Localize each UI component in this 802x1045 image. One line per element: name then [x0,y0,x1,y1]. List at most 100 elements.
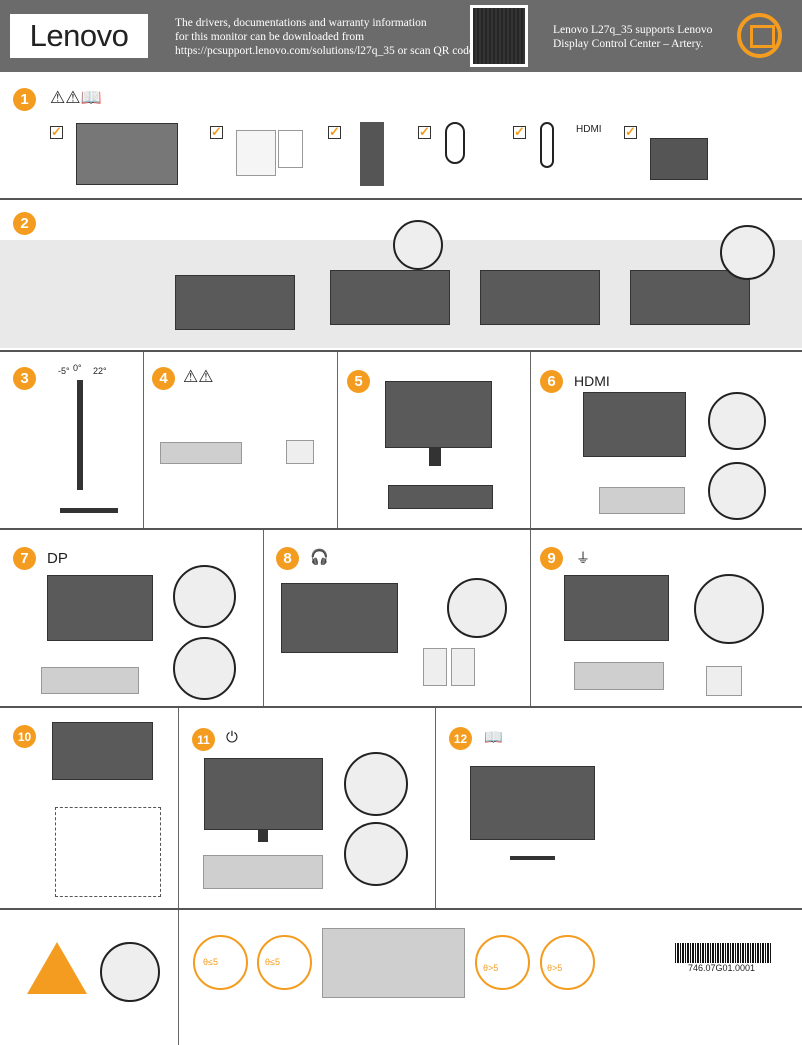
info-line: for this monitor can be downloaded from [175,31,365,43]
divider [178,708,179,908]
checkbox-icon: ✓ [50,124,63,139]
stand-base [510,856,555,860]
divider [0,198,802,200]
monitor-back-image [330,270,450,325]
monitor-front-image [204,758,323,830]
monitor-front-image [470,766,595,840]
warning-icon: ⚠ [50,88,66,107]
tilt-ok-icon: θ≤5 [257,935,312,990]
hdmi-connector-circle [708,462,766,520]
manual-icon: 📖 [484,729,503,746]
tilt-label: -5° [58,366,70,376]
step-number: 9 [540,547,563,570]
tilt-label: 0° [73,363,82,373]
stand-base [60,508,118,513]
pc-image [574,662,664,690]
zoom-circle [720,225,775,280]
step-number: 10 [13,725,36,748]
hdmi-cable-icon [540,122,554,168]
step-number: 3 [13,367,36,390]
step-number: 5 [347,370,370,393]
tilt-no-icon: θ>5 [475,935,530,990]
documents-image [236,130,276,176]
speaker-image [451,648,475,686]
stand-image [258,830,268,842]
no-wall-mount-diagram [322,928,465,998]
dp-connector-circle [173,565,236,628]
artery-line: Lenovo L27q_35 supports Lenovo [553,24,713,36]
download-info: The drivers, documentations and warranty… [175,16,474,58]
cable-management-steps [55,807,161,897]
divider [0,908,802,910]
checkbox-icon: ✓ [328,124,341,139]
checkbox-icon: ✓ [210,124,223,139]
plug-icon: ⏚ [576,550,590,566]
documents-image [278,130,303,168]
headphone-icon: 🎧 [310,549,329,566]
monitor-image [76,123,178,185]
theta-label: θ≤5 [265,957,280,967]
pc-image [41,667,139,694]
artery-info: Lenovo L27q_35 supports Lenovo Display C… [553,23,712,51]
power-button-circle [344,822,408,886]
artery-line: Display Control Center – Artery. [553,38,704,50]
divider [0,706,802,708]
manual-icon: 📖 [80,88,102,107]
info-line: The drivers, documentations and warranty… [175,17,427,29]
step-number: 7 [13,547,36,570]
no-cleaning-icon [100,942,160,1002]
warning-triangle-icon [27,942,87,994]
monitor-back-image [281,583,398,653]
barcode-number: 746.07G01.0001 [688,963,756,973]
checkbox-icon: ✓ [624,124,637,139]
step-number: 1 [13,88,36,111]
warning-icon: ⚠ [183,367,199,386]
power-cable-icon [445,122,465,164]
monitor-back-image [583,392,686,457]
lenovo-logo: Lenovo [10,14,148,58]
step-number: 2 [13,212,36,235]
hdmi-label: HDMI [576,124,602,135]
divider [435,708,436,908]
zoom-circle [393,220,443,270]
audio-connector-circle [447,578,507,638]
tilt-ok-icon: θ≤5 [193,935,248,990]
monitor-side-image [77,380,83,490]
qr-code [470,5,528,67]
checkbox-icon: ✓ [418,124,431,139]
monitor-back-image [630,270,750,325]
divider [143,352,144,528]
checkbox-icon: ✓ [513,124,526,139]
divider [337,352,338,528]
monitor-icon [737,13,782,58]
stand-image [429,448,441,466]
step-number: 12 [449,727,472,750]
monitor-bottom-image [160,442,242,464]
info-url: https://pcsupport.lenovo.com/solutions/l… [175,45,474,57]
warning-manual-icons: ⚠⚠📖 [50,88,102,108]
divider [0,350,802,352]
divider [263,530,264,706]
power-icon: ⏻ [226,729,238,746]
power-button-circle [344,752,408,816]
hdmi-label: HDMI [574,373,610,389]
divider [530,530,531,706]
outlet-image [286,440,314,464]
step-number: 8 [276,547,299,570]
divider [530,352,531,528]
pc-image [599,487,685,514]
power-connector-circle [694,574,764,644]
theta-label: θ>5 [547,963,563,973]
dp-label: DP [47,550,68,567]
step-number: 6 [540,370,563,393]
monitor-back-image [47,575,153,641]
monitor-back-image [564,575,669,641]
warning-icons: ⚠⚠ [183,367,214,387]
dp-connector-circle [173,637,236,700]
header-banner: Lenovo The drivers, documentations and w… [0,0,802,72]
monitor-back-image [480,270,600,325]
hdmi-connector-circle [708,392,766,450]
divider [178,910,179,1045]
monitor-back-image [385,381,492,448]
theta-label: θ>5 [483,963,499,973]
